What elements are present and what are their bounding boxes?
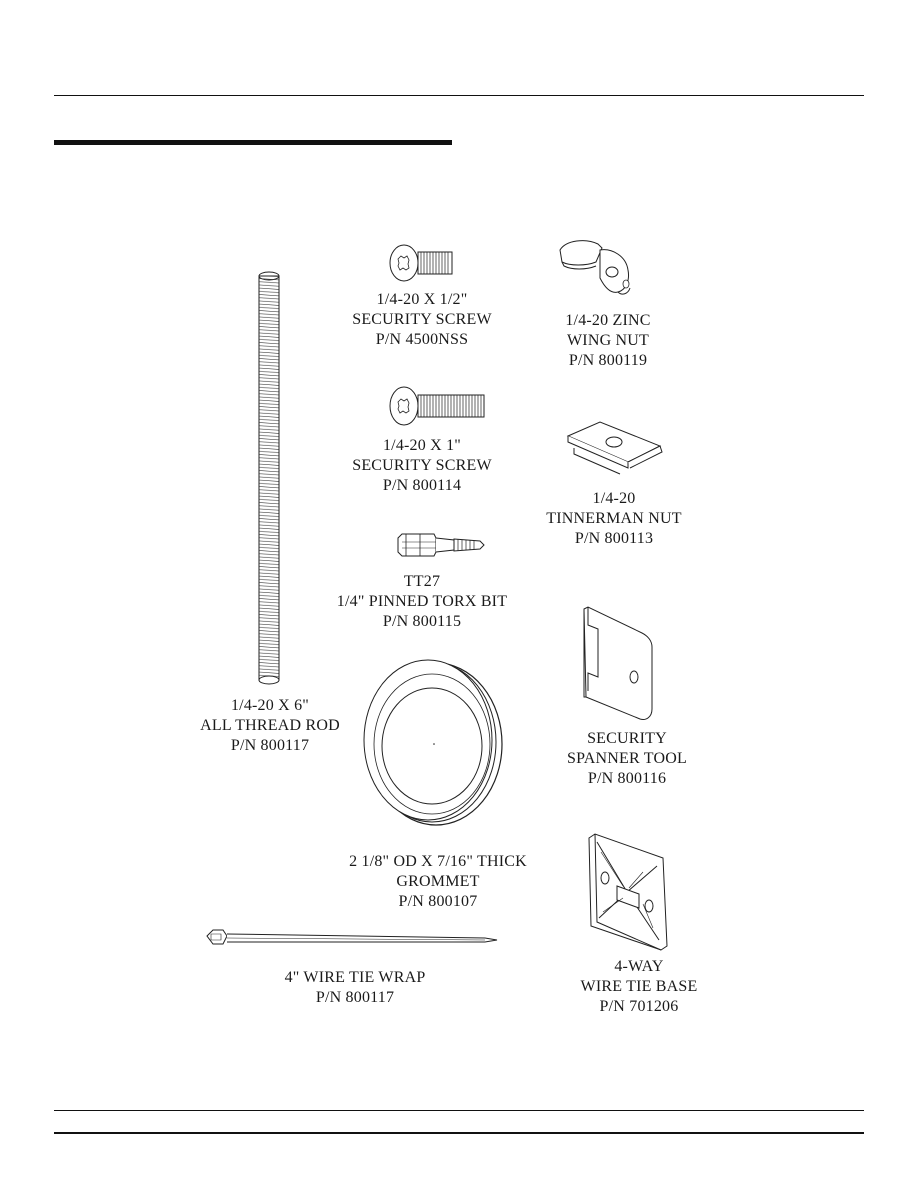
security-screw-icon <box>388 242 456 284</box>
part-size: 2 1/8" OD X 7/16" THICK <box>349 853 527 870</box>
footer-rule-thin <box>54 1110 864 1111</box>
part-size: 1/4-20 <box>592 490 636 507</box>
part-number: P/N 800117 <box>315 989 395 1006</box>
part-number: P/N 800107 <box>398 893 478 910</box>
part-label-thread-rod: 1/4-20 X 6" ALL THREAD ROD P/N 800117 <box>170 696 370 756</box>
part-number: P/N 4500NSS <box>375 331 469 348</box>
torx-bit-icon <box>396 528 488 562</box>
part-label-security-screw-short: 1/4-20 X 1/2" SECURITY SCREW P/N 4500NSS <box>322 290 522 350</box>
part-label-torx-bit: TT27 1/4" PINNED TORX BIT P/N 800115 <box>302 572 542 632</box>
part-label-tinnerman-nut: 1/4-20 TINNERMAN NUT P/N 800113 <box>514 489 714 549</box>
part-name: SECURITY SCREW <box>352 457 492 474</box>
wire-tie-icon <box>205 926 503 950</box>
part-name: SPANNER TOOL <box>567 750 687 767</box>
part-number: P/N 800114 <box>382 477 462 494</box>
part-number: P/N 701206 <box>599 998 679 1015</box>
part-size: 1/4-20 X 1" <box>382 437 462 454</box>
part-label-security-screw-long: 1/4-20 X 1" SECURITY SCREW P/N 800114 <box>322 436 522 496</box>
security-screw-icon <box>388 384 488 428</box>
part-name: 4" WIRE TIE WRAP <box>284 969 426 986</box>
header-rule <box>54 95 864 96</box>
wing-nut-icon <box>556 236 640 298</box>
part-name: TINNERMAN NUT <box>546 510 682 527</box>
part-size: 1/4-20 X 6" <box>230 697 310 714</box>
part-label-wing-nut: 1/4-20 ZINC WING NUT P/N 800119 <box>508 311 708 371</box>
part-number: P/N 800115 <box>382 613 462 630</box>
part-label-spanner-tool: SECURITY SPANNER TOOL P/N 800116 <box>527 729 727 789</box>
part-size: TT27 <box>403 573 441 590</box>
part-label-grommet: 2 1/8" OD X 7/16" THICK GROMMET P/N 8001… <box>318 852 558 912</box>
part-number: P/N 800117 <box>230 737 310 754</box>
part-size: SECURITY <box>587 730 667 747</box>
part-size: 1/4-20 X 1/2" <box>376 291 468 308</box>
part-number: P/N 800119 <box>568 352 648 369</box>
tinnerman-nut-icon <box>560 418 670 480</box>
part-size: 1/4-20 ZINC <box>565 312 651 329</box>
wire-tie-base-icon <box>583 832 671 952</box>
part-name: 1/4" PINNED TORX BIT <box>336 593 508 610</box>
part-name: WING NUT <box>566 332 650 349</box>
spanner-tool-icon <box>576 605 658 723</box>
footer-rule-thick <box>54 1132 864 1134</box>
part-label-wire-tie-base: 4-WAY WIRE TIE BASE P/N 701206 <box>539 957 739 1017</box>
part-number: P/N 800116 <box>587 770 667 787</box>
part-number: P/N 800113 <box>574 530 654 547</box>
part-size: 4-WAY <box>614 958 664 975</box>
section-heading-bar <box>54 140 452 145</box>
part-name: WIRE TIE BASE <box>580 978 698 995</box>
thread-rod-icon <box>255 268 283 688</box>
part-name: GROMMET <box>396 873 480 890</box>
part-name: SECURITY SCREW <box>352 311 492 328</box>
part-name: ALL THREAD ROD <box>200 717 340 734</box>
grommet-icon <box>356 658 506 828</box>
part-label-wire-tie: 4" WIRE TIE WRAP P/N 800117 <box>255 968 455 1008</box>
